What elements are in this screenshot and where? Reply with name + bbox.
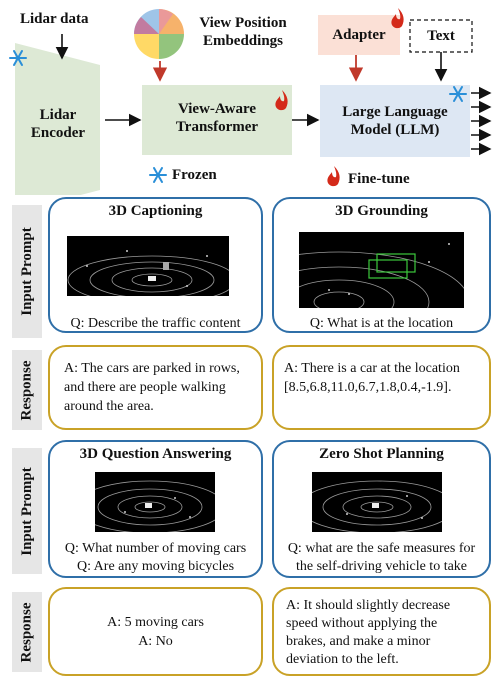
captioning-question: Q: Describe the traffic content (70, 316, 241, 331)
snowflake-icon (449, 86, 467, 102)
qa-title: 3D Question Answering (79, 446, 232, 462)
input-prompt-tab: Input Prompt (12, 205, 42, 338)
snowflake-icon (149, 167, 167, 183)
captioning-title: 3D Captioning (108, 203, 203, 219)
lidar-encoder-shape (15, 43, 100, 195)
architecture-diagram (9, 8, 492, 195)
lidar-data-label: Lidar data (20, 11, 89, 27)
qa-card: 3D Question Answering Q: What number of … (48, 440, 263, 578)
input-prompt-tab: Input Prompt (12, 448, 42, 574)
llm-box (320, 85, 470, 157)
legend-finetune-label: Fine-tune (348, 171, 410, 187)
planning-title: Zero Shot Planning (319, 446, 444, 462)
pie-icon (134, 9, 184, 59)
view-position-embeddings-label: View Position Embeddings (199, 15, 287, 49)
adapter-label: Adapter (332, 27, 386, 43)
response-tab: Response (12, 592, 42, 672)
text-box (409, 19, 473, 53)
planning-question-1: Q: what are the safe measures for (287, 541, 476, 556)
grounding-lidar-image (299, 232, 464, 308)
planning-lidar-image (312, 472, 442, 532)
output-arrows (471, 86, 492, 156)
qa-response: A: 5 moving cars A: No (48, 587, 263, 676)
view-aware-transformer-label: View-Aware Transformer (175, 101, 259, 135)
qa-question-1: Q: What number of moving cars (64, 541, 247, 556)
snowflake-icon (9, 50, 27, 66)
planning-response: A: It should slightly decrease speed wit… (272, 587, 491, 676)
captioning-lidar-image (67, 236, 229, 296)
planning-question-2: the self-driving vehicle to take (295, 559, 468, 574)
grounding-question: Q: What is at the location (309, 316, 454, 331)
grounding-response: A: There is a car at the location [8.5,6… (272, 345, 491, 430)
lidar-encoder-label: Lidar Encoder (30, 107, 86, 141)
adapter-box (318, 15, 400, 55)
text-label: Text (427, 28, 455, 44)
llm-label: Large Language Model (LLM) (342, 104, 448, 138)
response-tab: Response (12, 350, 42, 430)
transformer-box (142, 85, 292, 155)
qa-lidar-image (95, 472, 215, 532)
flame-icon (275, 90, 288, 111)
captioning-response: A: The cars are parked in rows, and ther… (48, 345, 263, 430)
grounding-title: 3D Grounding (335, 203, 428, 219)
planning-card: Zero Shot Planning Q: what are the safe … (272, 440, 491, 578)
flame-icon (391, 8, 404, 29)
captioning-card: 3D Captioning Q: Describe the traffic co… (48, 197, 263, 333)
grounding-card: 3D Grounding Q: What is at the location (272, 197, 491, 333)
legend-frozen-label: Frozen (172, 167, 217, 183)
qa-question-2: Q: Are any moving bicycles (76, 559, 235, 574)
flame-icon (327, 166, 340, 187)
